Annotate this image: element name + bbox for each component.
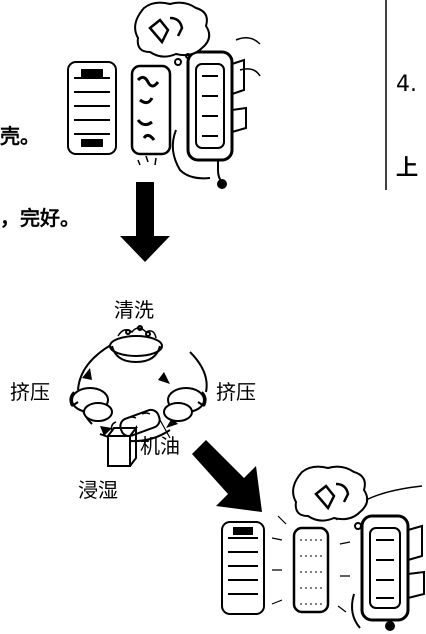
down-arrow [120,182,170,262]
oil-can [119,408,161,438]
bottom-air-filter-assembly [221,465,425,631]
detail-bubble [134,1,211,66]
squeeze-label-left: 挤压 [10,380,50,404]
filter-cover-bottom [221,521,265,615]
top-air-filter-assembly [67,1,261,189]
intact-text-fragment: ，完好。 [0,206,80,230]
dirty-foam-element [130,64,172,166]
engine-oil-label: 机油 [140,434,180,458]
right-text-fragment: 上 [396,156,419,181]
detail-bubble-bottom [292,465,423,530]
clean-foam-element [271,508,351,614]
washing-bowl [109,325,163,364]
washing-cycle [69,325,208,467]
wash-label: 清洗 [114,298,154,322]
filter-cover [67,61,117,155]
diagonal-arrow [192,440,262,512]
soak-container [107,421,138,467]
filter-housing [171,37,261,189]
right-squeeze-hands [163,387,207,422]
step-number: 4. [396,72,417,97]
shell-text-fragment: 壳。 [0,124,40,148]
filter-housing-bottom [351,514,425,631]
squeeze-label-right: 挤压 [216,380,256,404]
left-squeeze-hands [69,387,113,422]
soak-label: 浸湿 [78,478,118,502]
